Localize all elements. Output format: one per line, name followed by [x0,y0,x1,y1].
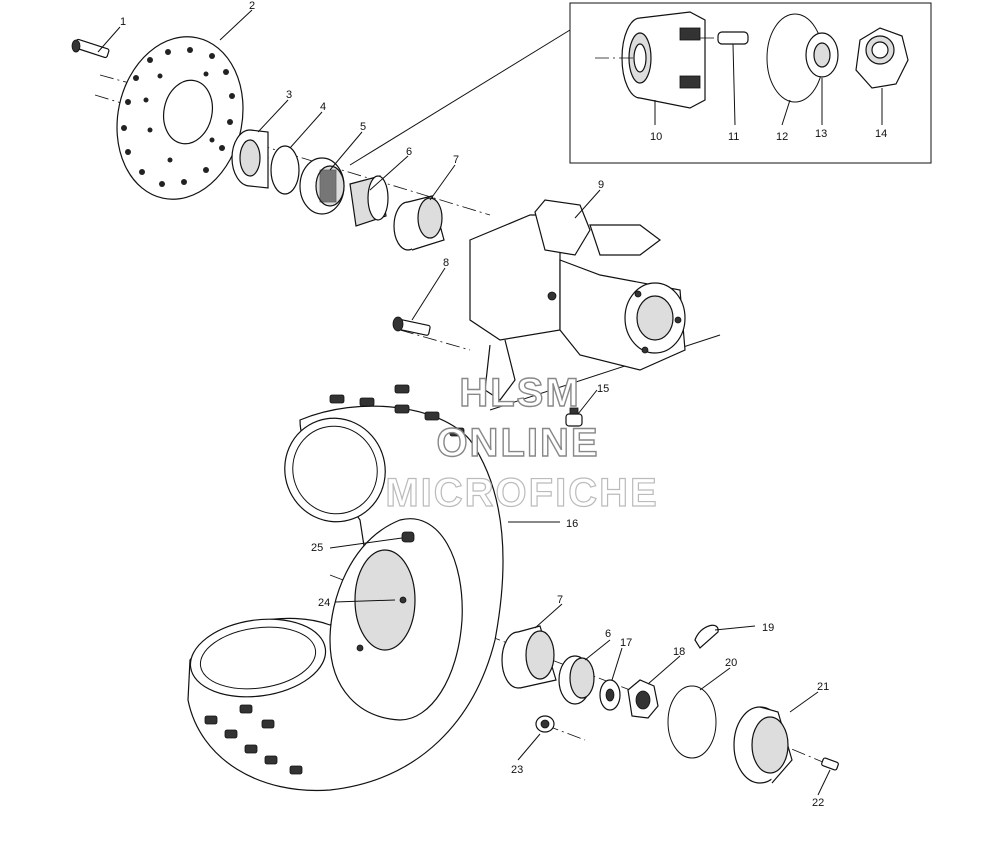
part-label-18: 18 [673,646,685,658]
part-label-13: 13 [815,128,827,140]
spacer-ring-part [270,145,300,195]
part-label-6-upper: 6 [406,146,412,158]
brake-disc-bolt-part [71,38,110,59]
watermark-line-3: MICROFICHE [385,471,658,515]
part-label-17: 17 [620,637,632,649]
part-label-8: 8 [443,257,449,269]
washer-part-lower [599,679,621,711]
steering-knuckle-part [469,199,686,401]
part-label-11: 11 [728,131,739,143]
bearing-cage-part [299,157,345,215]
part-label-23: 23 [511,764,523,776]
part-label-21: 21 [817,681,829,693]
castle-nut-part [627,679,659,719]
part-label-5: 5 [360,121,366,133]
hub-cap-screw-part [821,757,839,771]
o-ring-part-lower [667,685,717,759]
wheel-rim-part [329,518,463,721]
inset-box [349,2,932,166]
cotter-pin-part [694,624,719,649]
part-label-16: 16 [566,518,578,530]
part-labels: 1 2 3 4 5 6 7 8 9 10 11 12 13 14 15 16 6… [120,0,887,809]
bearing-part-upper [349,175,389,227]
part-label-12: 12 [776,131,788,143]
part-label-3: 3 [286,89,292,101]
part-label-7-lower: 7 [557,594,563,606]
part-label-4: 4 [320,101,326,113]
valve-stem-part [401,531,415,543]
part-label-19: 19 [762,622,774,634]
bearing-race-part-lower [501,625,557,689]
brake-disc-part [116,36,244,200]
watermark-line-1: HLSM [459,371,580,415]
part-label-20: 20 [725,657,737,669]
axle-nut-part [855,27,909,89]
part-label-14: 14 [875,128,887,140]
washer-part [805,32,839,78]
part-label-2: 2 [249,0,255,12]
part-label-7-upper: 7 [453,154,459,166]
hub-cap-part [733,706,793,784]
grease-fitting-part [565,407,583,427]
bearing-race-part-upper [393,195,445,251]
caliper-bolt-part [392,316,431,336]
seal-part [231,129,269,189]
leader-lines [97,9,883,796]
watermark-line-2: ONLINE [436,421,599,465]
part-label-1: 1 [120,16,126,28]
lug-nut-part [535,715,555,733]
part-label-10: 10 [650,131,662,143]
part-label-24: 24 [318,597,330,609]
part-label-15: 15 [597,383,609,395]
hub-sleeve-part [595,11,706,109]
pin-part [700,31,749,45]
watermark: HLSM ONLINE MICROFICHE [385,370,658,515]
bearing-part-lower [558,655,595,705]
part-label-25: 25 [311,542,323,554]
part-label-9: 9 [598,179,604,191]
part-label-22: 22 [812,797,824,809]
part-label-6-lower: 6 [605,628,611,640]
